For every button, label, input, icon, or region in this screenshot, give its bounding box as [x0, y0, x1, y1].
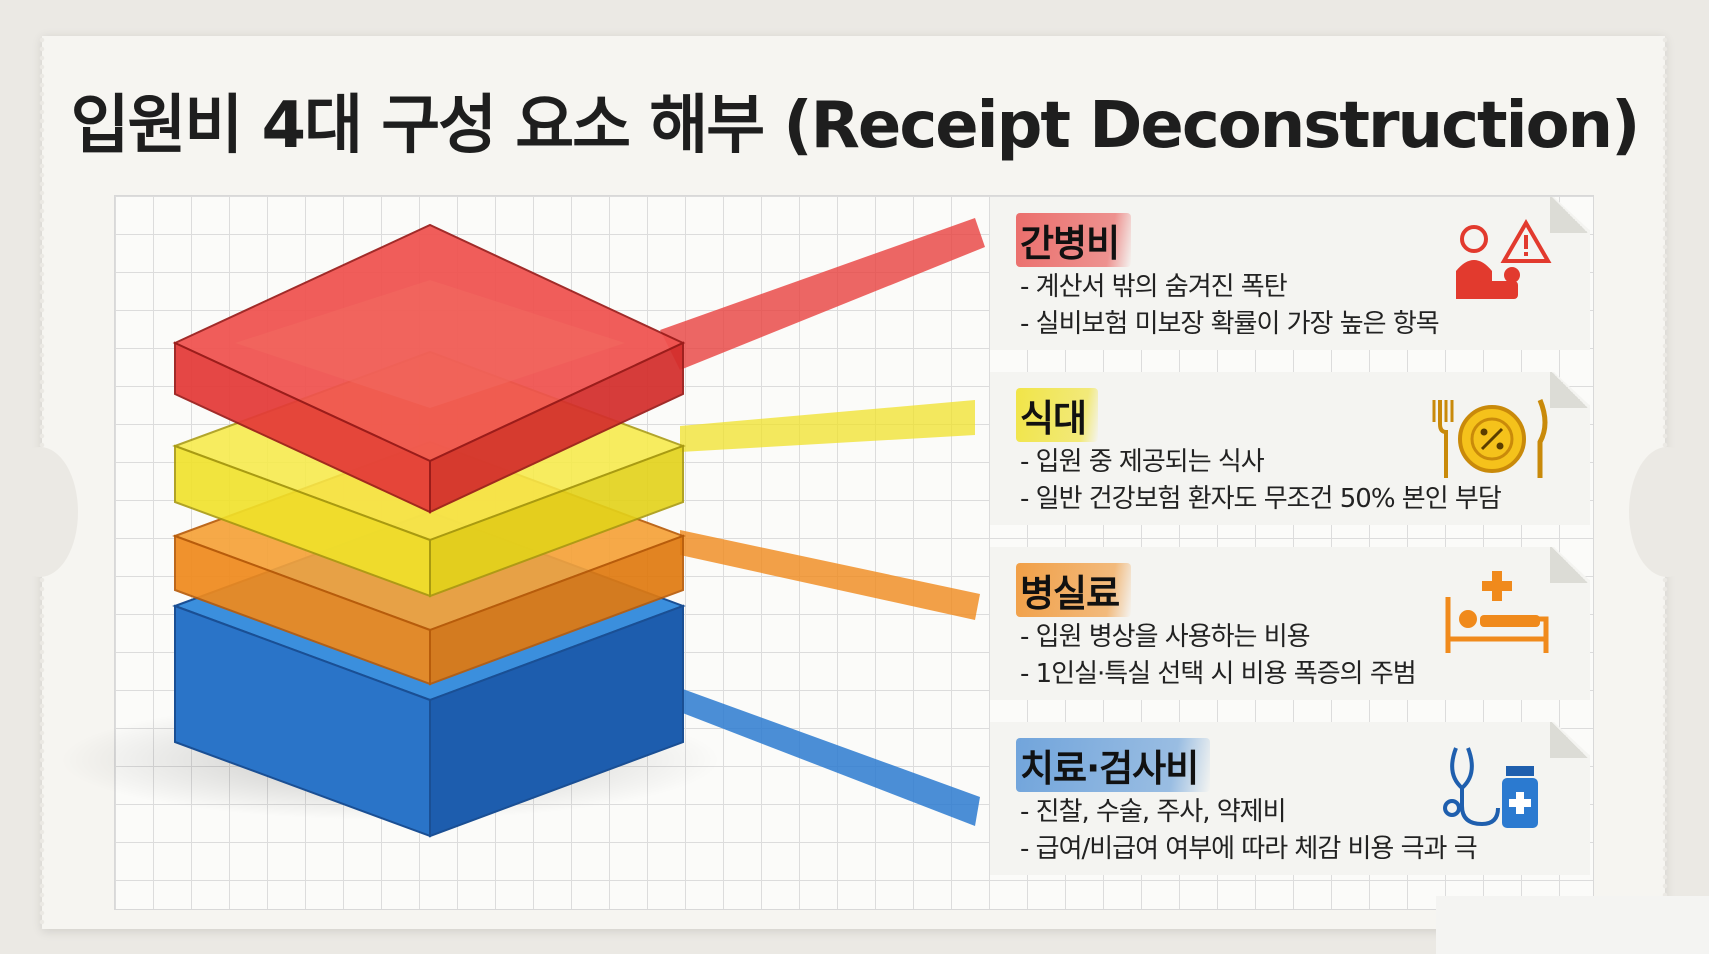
card-line: - 입원 중 제공되는 식사 — [1020, 447, 1265, 477]
card-description: - 입원 병상을 사용하는 비용 - 1인실·특실 선택 시 비용 폭증의 주범 — [1020, 619, 1417, 693]
component-card-caregiver: 간병비 - 계산서 밖의 숨겨진 폭탄 - 실비보험 미보장 확률이 가장 높은… — [990, 197, 1590, 350]
corner-patch — [1436, 896, 1709, 954]
component-card-treatment: 치료·검사비 - 진찰, 수술, 주사, 약제비 - 급여/비급여 여부에 따라… — [990, 722, 1590, 875]
card-description: - 입원 중 제공되는 식사 - 일반 건강보험 환자도 무조건 50% 본인 … — [1020, 444, 1502, 518]
card-line: - 실비보험 미보장 확률이 가장 높은 항목 — [1020, 309, 1440, 339]
ticket-notch-right — [1629, 447, 1705, 577]
stethoscope-medicine-icon — [1443, 747, 1538, 828]
connector-beams — [660, 218, 985, 826]
ticket-notch-left — [2, 447, 78, 577]
card-label: 치료·검사비 — [1016, 738, 1211, 792]
beam-caregiver — [660, 218, 985, 370]
card-line: - 진찰, 수술, 주사, 약제비 — [1020, 797, 1287, 827]
beam-room — [680, 530, 980, 620]
card-line: - 1인실·특실 선택 시 비용 폭증의 주범 — [1020, 659, 1417, 689]
card-description: - 계산서 밖의 숨겨진 폭탄 - 실비보험 미보장 확률이 가장 높은 항목 — [1020, 269, 1440, 343]
component-card-meals: 식대 - 입원 중 제공되는 식사 - 일반 건강보험 환자도 무조건 50% … — [990, 372, 1590, 525]
component-card-room: 병실료 - 입원 병상을 사용하는 비용 - 1인실·특실 선택 시 비용 폭증… — [990, 547, 1590, 700]
meal-percent-icon — [1432, 399, 1548, 478]
card-label: 간병비 — [1016, 213, 1132, 267]
layer-caregiver — [172, 223, 686, 514]
card-label: 병실료 — [1016, 563, 1132, 617]
card-line: - 급여/비급여 여부에 따라 체감 비용 극과 극 — [1020, 834, 1478, 864]
beam-treatment — [680, 688, 980, 826]
caregiver-warning-icon — [1456, 219, 1552, 299]
card-line: - 입원 병상을 사용하는 비용 — [1020, 622, 1311, 652]
beam-meals — [680, 400, 975, 452]
card-line: - 계산서 밖의 숨겨진 폭탄 — [1020, 272, 1288, 302]
page-title: 입원비 4대 구성 요소 해부 (Receipt Deconstruction) — [70, 89, 1641, 163]
card-description: - 진찰, 수술, 주사, 약제비 - 급여/비급여 여부에 따라 체감 비용 … — [1020, 794, 1478, 868]
card-line: - 일반 건강보험 환자도 무조건 50% 본인 부담 — [1020, 484, 1502, 514]
card-label: 식대 — [1016, 388, 1099, 442]
hospital-bed-icon — [1445, 571, 1549, 653]
